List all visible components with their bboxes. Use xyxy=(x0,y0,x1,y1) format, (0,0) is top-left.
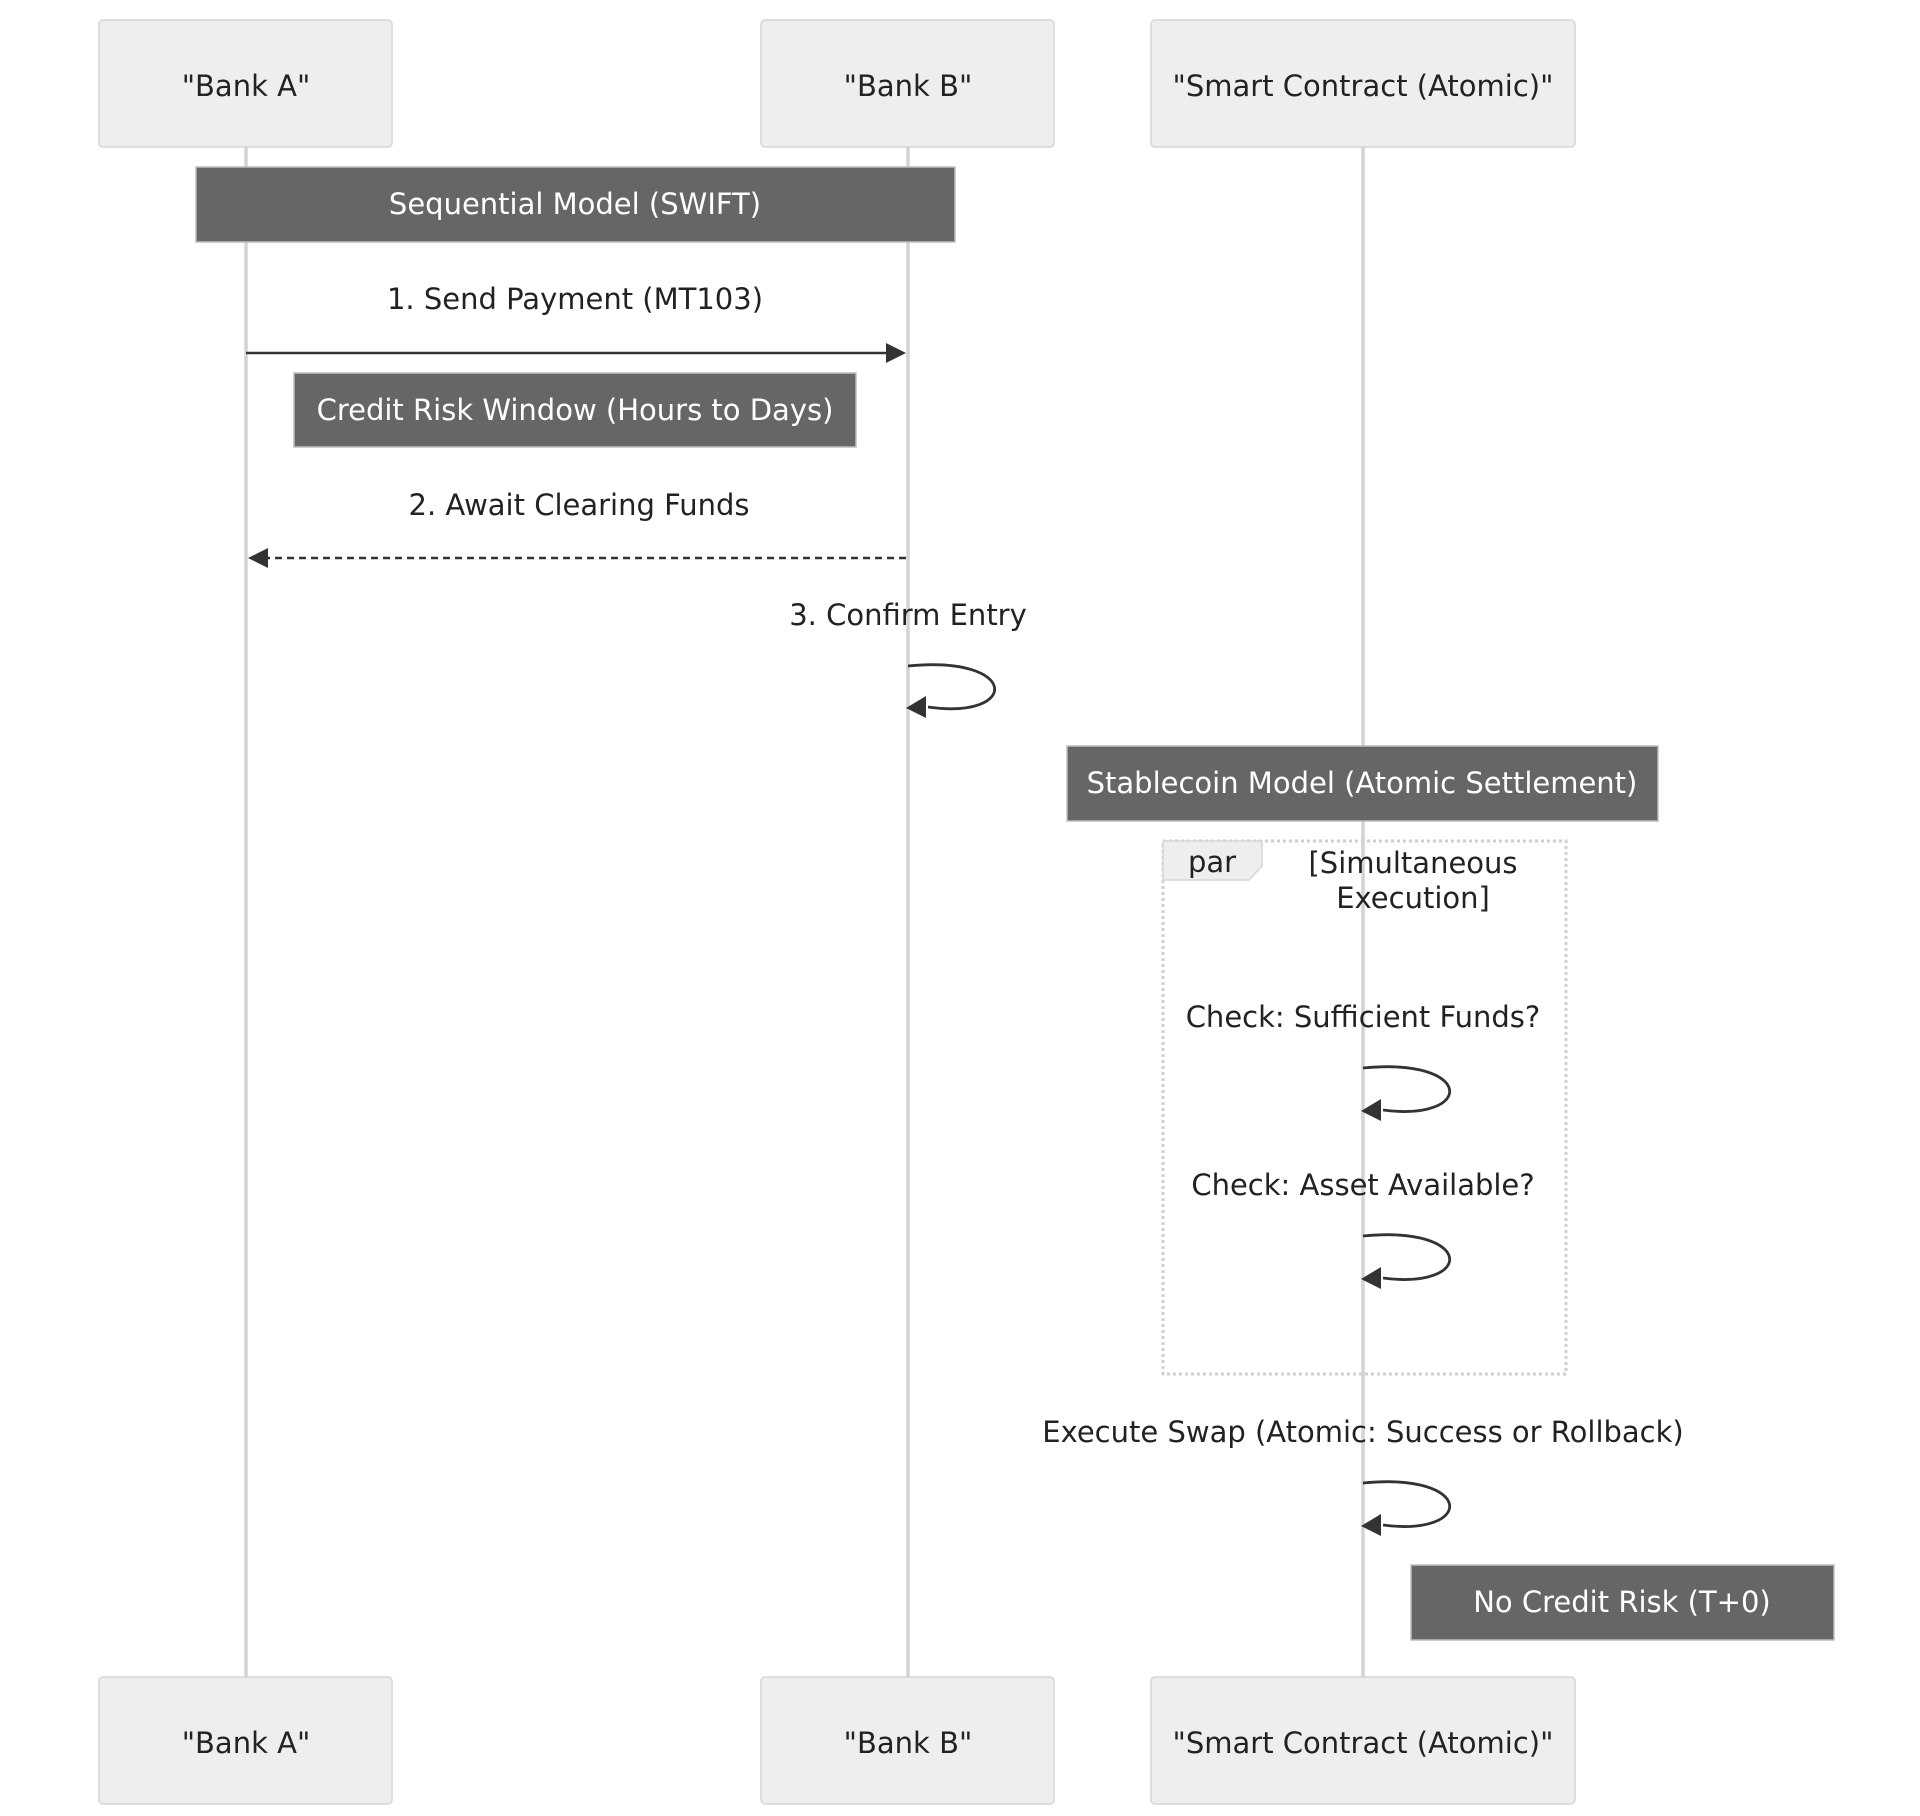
note-text: Credit Risk Window (Hours to Days) xyxy=(317,393,834,427)
note-text: Sequential Model (SWIFT) xyxy=(389,187,761,221)
arrowhead-icon xyxy=(1361,1514,1381,1536)
fragment-condition-line-1: [Simultaneous xyxy=(1308,846,1517,880)
actor-smart-contract-top: "Smart Contract (Atomic)" xyxy=(1150,19,1576,148)
actor-bank-b-top: "Bank B" xyxy=(760,19,1055,148)
message-await-clearing: 2. Await Clearing Funds xyxy=(248,488,906,568)
message-label: Execute Swap (Atomic: Success or Rollbac… xyxy=(1042,1415,1683,1449)
note-sequential-model: Sequential Model (SWIFT) xyxy=(195,166,956,243)
fragment-tab xyxy=(1162,840,1263,881)
actor-bank-a-bottom: "Bank A" xyxy=(98,1676,393,1805)
message-label: Check: Sufficient Funds? xyxy=(1186,1000,1541,1034)
arrowhead-icon xyxy=(886,343,906,363)
actor-bank-a-top: "Bank A" xyxy=(98,19,393,148)
note-text: No Credit Risk (T+0) xyxy=(1473,1585,1771,1619)
actor-bank-b-bottom: "Bank B" xyxy=(760,1676,1055,1805)
message-label: Check: Asset Available? xyxy=(1191,1168,1534,1202)
actor-label: "Smart Contract (Atomic)" xyxy=(1173,69,1554,103)
message-check-asset: Check: Asset Available? xyxy=(1191,1168,1535,1289)
note-credit-risk-window: Credit Risk Window (Hours to Days) xyxy=(293,372,857,448)
note-no-credit-risk: No Credit Risk (T+0) xyxy=(1410,1564,1835,1641)
note-stablecoin-model: Stablecoin Model (Atomic Settlement) xyxy=(1066,745,1659,822)
actor-label: "Bank B" xyxy=(844,1726,973,1760)
message-label: 2. Await Clearing Funds xyxy=(409,488,750,522)
message-label: 1. Send Payment (MT103) xyxy=(387,282,763,316)
message-check-funds: Check: Sufficient Funds? xyxy=(1186,1000,1541,1121)
arrowhead-icon xyxy=(906,696,926,718)
note-text: Stablecoin Model (Atomic Settlement) xyxy=(1087,766,1638,800)
message-confirm-entry: 3. Confirm Entry xyxy=(789,598,1027,718)
arrowhead-icon xyxy=(248,548,268,568)
actor-label: "Bank A" xyxy=(182,1726,311,1760)
arrowhead-icon xyxy=(1361,1267,1381,1289)
message-execute-swap: Execute Swap (Atomic: Success or Rollbac… xyxy=(1042,1415,1684,1536)
actor-label: "Smart Contract (Atomic)" xyxy=(1173,1726,1554,1760)
actor-label: "Bank A" xyxy=(182,69,311,103)
arrowhead-icon xyxy=(1361,1099,1381,1121)
par-fragment: par [Simultaneous Execution] xyxy=(1161,839,1568,1376)
message-send-payment: 1. Send Payment (MT103) xyxy=(246,282,906,363)
fragment-keyword: par xyxy=(1188,845,1236,879)
fragment-condition-line-2: Execution] xyxy=(1336,881,1490,915)
actor-label: "Bank B" xyxy=(844,69,973,103)
actor-smart-contract-bottom: "Smart Contract (Atomic)" xyxy=(1150,1676,1576,1805)
message-label: 3. Confirm Entry xyxy=(789,598,1027,632)
